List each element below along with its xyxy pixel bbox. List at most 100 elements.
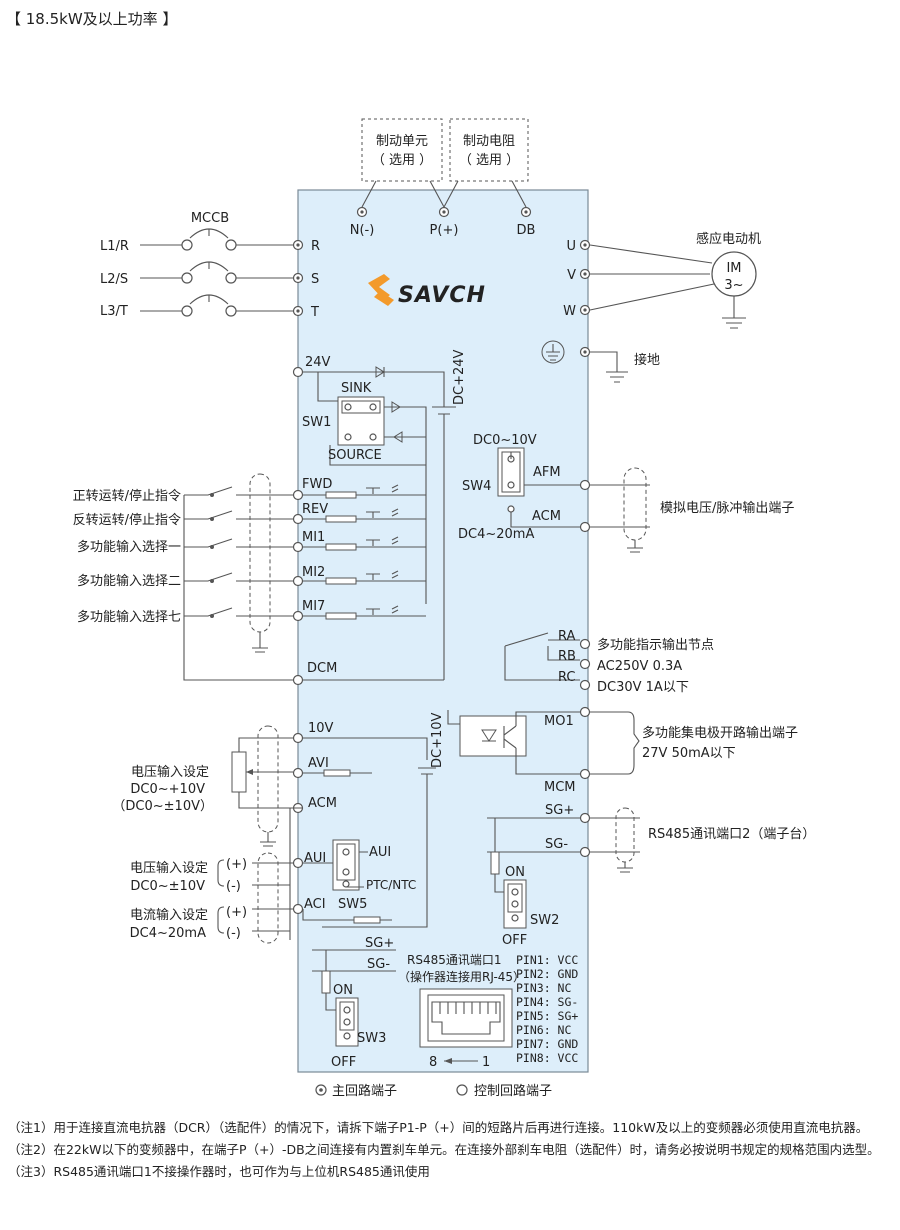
supply-10v: DC+10V — [430, 712, 445, 768]
legend: 主回路端子 控制回路端子 — [315, 1083, 552, 1099]
pin8: PIN8: VCC — [516, 1051, 578, 1065]
ptc-label: PTC/NTC — [366, 878, 416, 892]
relay-ra: RA — [558, 629, 576, 644]
relay-desc3: DC30V 1A以下 — [597, 680, 689, 695]
motor-phase: 3~ — [724, 278, 743, 293]
di-terminal-mi7: MI7 — [302, 599, 325, 614]
wiring-diagram: 【 18.5kW及以上功率 】 SAVCH 制动单元 （ 选用 ） 制动电阻 （… — [6, 10, 815, 1099]
supply-24v: DC+24V — [452, 349, 467, 405]
brake-resistor-box — [449, 118, 529, 182]
acm-out-label: ACM — [532, 509, 561, 524]
legend-main: 主回路端子 — [332, 1083, 397, 1099]
pin3: PIN3: NC — [516, 981, 571, 995]
pin6: PIN6: NC — [516, 1023, 571, 1037]
aui-switch-label: AUI — [369, 845, 391, 860]
rs485-2-on: ON — [505, 865, 525, 880]
savch-logo: SAVCH — [368, 274, 485, 308]
source-label: SOURCE — [328, 448, 382, 463]
oc-desc2: 27V 50mA以下 — [642, 746, 736, 761]
terminal-t: T — [310, 305, 319, 320]
analog-out-desc: 模拟电压/脉冲输出端子 — [660, 500, 794, 516]
mcm-label: MCM — [544, 780, 576, 795]
brake-resistor-label: 制动电阻 — [463, 134, 515, 149]
mains-l1: L1/R — [100, 239, 129, 254]
rs485-1-sgp: SG+ — [365, 936, 394, 951]
note-2-text: 在22kW以下的变频器中，在端子P（+）-DB之间连接有内置刹车单元。在连接外部… — [53, 1142, 880, 1157]
di-desc-rev: 反转运转/停止指令 — [73, 512, 181, 528]
avi-desc-3: （DC0~±10V） — [112, 799, 213, 814]
mains-l2: L2/S — [100, 272, 128, 287]
di-terminal-mi1: MI1 — [302, 530, 325, 545]
note-1-text: 用于连接直流电抗器（DCR）（选配件）的情况下，请拆下端子P1-P（+）间的短路… — [53, 1120, 869, 1135]
di-desc-mi1: 多功能输入选择一 — [77, 539, 181, 555]
pin2: PIN2: GND — [516, 967, 578, 981]
di-desc-mi2: 多功能输入选择二 — [77, 573, 181, 589]
relay-rb: RB — [558, 649, 576, 664]
analog-output: DC0~10V SW4 AFM ACM DC4~20mA 模拟电压/脉冲输出端子 — [458, 433, 794, 553]
open-collector-output: DC+10V MO1 MCM 多功能集电极开路输出端子 27V 50mA以下 — [322, 706, 798, 928]
control-terminal-icon — [456, 1084, 468, 1096]
analog-inputs: 电压输入设定 DC0~+10V （DC0~±10V） 10V AVI ACM 电… — [112, 721, 428, 944]
aci-plus: (+) — [226, 905, 247, 920]
brake-resistor-optional: （ 选用 ） — [459, 153, 519, 168]
rs485-1-title: RS485通讯端口1 — [407, 953, 502, 967]
logo-mark-2 — [374, 291, 394, 306]
pin5: PIN5: SG+ — [516, 1009, 578, 1023]
motor-title: 感应电动机 — [696, 231, 761, 247]
mccb-label: MCCB — [191, 211, 229, 226]
mo1-label: MO1 — [544, 714, 574, 729]
terminal-r: R — [311, 239, 320, 254]
ground-label: 接地 — [634, 352, 660, 368]
note-3-text: RS485通讯端口1不接操作器时，也可作为与上位机RS485通讯使用 — [53, 1164, 430, 1179]
rs485-2-desc: RS485通讯端口2（端子台） — [648, 827, 815, 842]
note-1-tag: （注1） — [8, 1120, 54, 1135]
brake-unit-optional: （ 选用 ） — [372, 153, 432, 168]
pin7: PIN7: GND — [516, 1037, 578, 1051]
avi-desc-1: 电压输入设定 — [131, 764, 209, 780]
oc-desc1: 多功能集电极开路输出端子 — [642, 725, 798, 741]
rs485-2-sw: SW2 — [530, 913, 559, 928]
terminal-v: V — [567, 268, 576, 283]
di-desc-mi7: 多功能输入选择七 — [77, 609, 181, 625]
rs485-1-off: OFF — [331, 1055, 356, 1070]
label-10v: 10V — [308, 721, 334, 736]
note-1: （注1） 用于连接直流电抗器（DCR）（选配件）的情况下，请拆下端子P1-P（+… — [8, 1118, 894, 1137]
rs485-1-sgm: SG- — [367, 957, 390, 972]
di-terminal-rev: REV — [302, 502, 328, 517]
label-24v: 24V — [305, 355, 331, 370]
note-2-tag: （注2） — [8, 1142, 54, 1157]
relay-output: RA RB RC 多功能指示输出节点 AC250V 0.3A DC30V 1A以… — [504, 629, 714, 695]
sw1-label: SW1 — [302, 415, 331, 430]
note-2: （注2） 在22kW以下的变频器中，在端子P（+）-DB之间连接有内置刹车单元。… — [8, 1140, 894, 1159]
rs485-port1: SG+ SG- ON SW3 OFF RS485通讯端口1 （操作器连接用RJ-… — [312, 936, 578, 1070]
rj45-pin-right: 1 — [482, 1055, 490, 1070]
label-aui: AUI — [304, 851, 326, 866]
terminal-w: W — [563, 304, 576, 319]
aui-minus: (-) — [226, 879, 241, 894]
dc-terminals: N(-) P(+) DB — [350, 206, 536, 238]
aci-desc-2: DC4~20mA — [130, 926, 206, 941]
ground-icon — [541, 340, 565, 364]
di-terminal-mi2: MI2 — [302, 565, 325, 580]
rj45-pin-left: 8 — [429, 1055, 437, 1070]
pin1: PIN1: VCC — [516, 953, 578, 967]
motor-im: IM — [726, 261, 741, 276]
aci-minus: (-) — [226, 926, 241, 941]
pin4: PIN4: SG- — [516, 995, 578, 1009]
inverter-panel — [297, 189, 589, 1073]
mains-l3: L3/T — [100, 304, 128, 319]
heading: 【 18.5kW及以上功率 】 — [6, 10, 177, 28]
di-desc-fwd: 正转运转/停止指令 — [73, 488, 181, 504]
aci-desc-1: 电流输入设定 — [130, 907, 208, 923]
brake-unit-label: 制动单元 — [376, 134, 428, 149]
note-3-tag: （注3） — [8, 1164, 54, 1179]
relay-desc2: AC250V 0.3A — [597, 659, 682, 674]
terminal-n: N(-) — [350, 223, 375, 238]
rs485-port2: SG+ SG- ON SW2 OFF RS485通讯端口2（端子台） — [487, 803, 815, 948]
sw5-label: SW5 — [338, 897, 367, 912]
terminal-db: DB — [517, 223, 536, 238]
main-input-terminals: R S T — [292, 239, 320, 320]
logo-mark — [368, 274, 390, 300]
aui-plus: (+) — [226, 857, 247, 872]
terminal-24v — [292, 366, 304, 378]
